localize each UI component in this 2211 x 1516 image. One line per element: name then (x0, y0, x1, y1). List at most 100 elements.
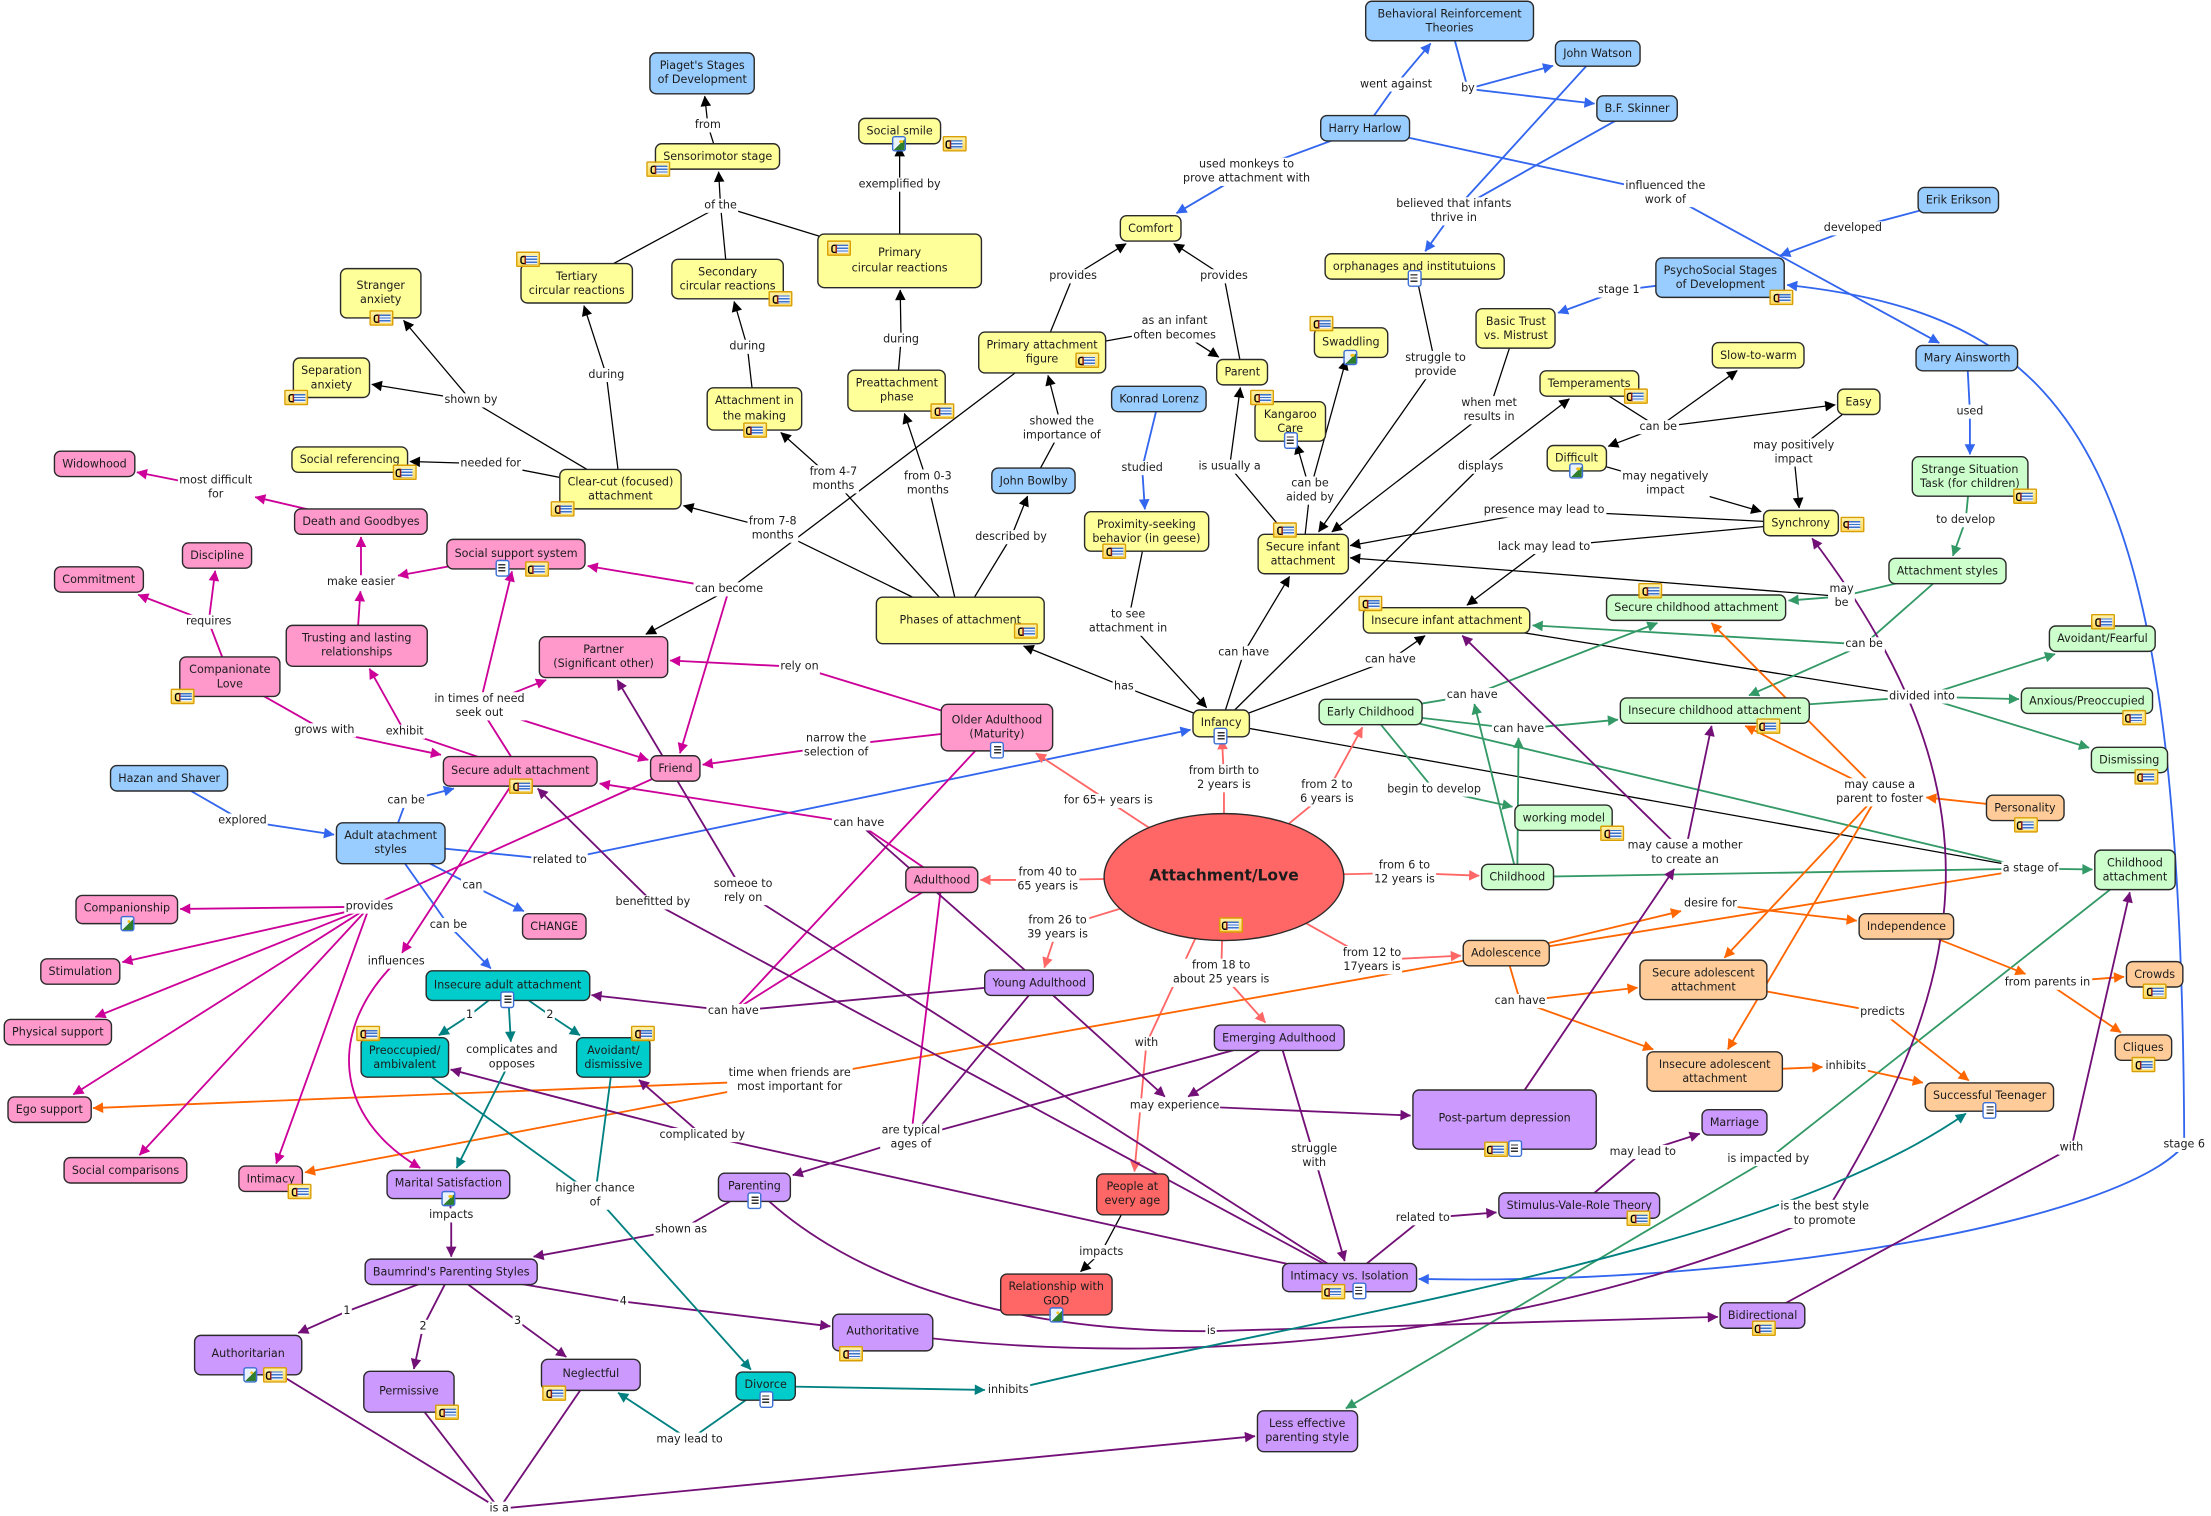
concept-relationship-with-god[interactable]: Relationship with GOD (999, 1273, 1113, 1323)
linking-phrase[interactable]: related to (531, 853, 589, 868)
note-icon[interactable] (1839, 516, 1864, 532)
concept-infancy[interactable]: Infancy (1192, 709, 1251, 745)
note-icon[interactable] (768, 291, 793, 307)
note-icon[interactable] (942, 136, 967, 152)
linking-phrase[interactable]: described by (973, 530, 1049, 545)
concept-easy[interactable]: Easy (1836, 388, 1881, 416)
linking-phrase[interactable]: higher chance of (554, 1181, 637, 1211)
note-icon[interactable] (646, 161, 671, 178)
note-icon[interactable] (435, 1404, 459, 1420)
note-icon[interactable] (356, 1025, 381, 1042)
concept-early-childhood[interactable]: Early Childhood (1318, 698, 1423, 726)
concept-piagets-stages[interactable]: Piaget's Stages of Development (649, 52, 756, 95)
concept-proximity-seeking-behavior[interactable]: Proximity-seeking behavior (in geese) (1083, 511, 1209, 560)
linking-phrase[interactable]: from 0-3 months (902, 469, 954, 498)
linking-phrase[interactable]: from 12 to 17years is (1341, 946, 1403, 975)
image-icon[interactable] (892, 136, 907, 152)
concept-preoccupied-ambivalent[interactable]: Preoccupied/ ambivalent (356, 1025, 449, 1079)
note-icon[interactable] (1358, 595, 1383, 612)
concept-childhood-attachment[interactable]: Childhood attachment (2094, 849, 2176, 891)
concept-phases-of-attachment[interactable]: Phases of attachment (875, 596, 1045, 645)
linking-phrase[interactable]: rely on (778, 659, 821, 675)
linking-phrase[interactable]: for 65+ years is (1062, 793, 1155, 809)
concept-trusting-and-lasting-relationships[interactable]: Trusting and lasting relationships (285, 624, 428, 667)
document-icon[interactable] (1982, 1101, 1997, 1119)
linking-phrase[interactable]: complicated by (658, 1128, 747, 1143)
linking-phrase[interactable]: believed that infants thrive in (1394, 197, 1513, 226)
linking-phrase[interactable]: can be (1638, 420, 1679, 435)
concept-clear-cut-attachment[interactable]: Clear-cut (focused) attachment (550, 468, 682, 517)
note-icon[interactable] (524, 561, 549, 577)
linking-phrase[interactable]: struggle with (1289, 1142, 1339, 1171)
concept-insecure-adolescent-attachment[interactable]: Insecure adolescent attachment (1646, 1051, 1784, 1093)
linking-phrase[interactable]: may negatively impact (1620, 469, 1710, 498)
concept-authoritarian[interactable]: Authoritarian (193, 1334, 303, 1383)
note-icon[interactable] (1600, 825, 1625, 842)
linking-phrase[interactable]: to see attachment in (1087, 607, 1169, 637)
concept-permissive[interactable]: Permissive (363, 1370, 459, 1420)
linking-phrase[interactable]: during (586, 367, 626, 383)
concept-successful-teenager[interactable]: Successful Teenager (1924, 1082, 2055, 1119)
note-icon[interactable] (2132, 1056, 2157, 1073)
linking-phrase[interactable]: predicts (1858, 1005, 1907, 1020)
linking-phrase[interactable]: used monkeys to prove attachment with (1181, 157, 1312, 187)
linking-phrase[interactable]: exemplified by (857, 177, 943, 192)
document-icon[interactable] (989, 741, 1004, 759)
note-icon[interactable] (1075, 352, 1100, 369)
concept-psychosocial-stages[interactable]: PsychoSocial Stages of Development (1655, 257, 1794, 306)
concept-social-support-system[interactable]: Social support system (446, 538, 587, 577)
linking-phrase[interactable]: shown as (653, 1222, 709, 1237)
linking-phrase[interactable]: from 7-8 months (747, 514, 798, 544)
linking-phrase[interactable]: someoe to rely on (712, 876, 774, 906)
concept-post-partum-depression[interactable]: Post-partum depression (1412, 1089, 1597, 1157)
linking-phrase[interactable]: shown by (443, 393, 499, 408)
linking-phrase[interactable]: desire for (1682, 896, 1739, 912)
concept-adult-attachment-styles[interactable]: Adult atachment styles (335, 822, 446, 865)
note-icon[interactable] (287, 1183, 312, 1200)
concept-temperaments[interactable]: Temperaments (1539, 370, 1648, 405)
concept-separation-anxiety[interactable]: Separation anxiety (284, 357, 371, 406)
concept-independence[interactable]: Independence (1858, 912, 1955, 940)
linking-phrase[interactable]: explored (216, 813, 269, 828)
linking-phrase[interactable]: from birth to 2 years is (1187, 764, 1261, 793)
note-icon[interactable] (631, 1025, 656, 1042)
linking-phrase[interactable]: can (460, 878, 484, 893)
linking-phrase[interactable]: with (2058, 1140, 2085, 1155)
linking-phrase[interactable]: from 26 to 39 years is (1025, 913, 1090, 943)
note-icon[interactable] (2091, 614, 2116, 630)
concept-erik-erikson[interactable]: Erik Erikson (1917, 186, 2000, 214)
linking-phrase[interactable]: can be (1844, 637, 1885, 652)
note-icon[interactable] (839, 1345, 863, 1362)
concept-marital-satisfaction[interactable]: Marital Satisfaction (386, 1169, 511, 1207)
concept-secondary-circular-reactions[interactable]: Secondary circular reactions (671, 258, 793, 307)
linking-phrase[interactable]: 2 (418, 1319, 428, 1335)
linking-phrase[interactable]: used (1955, 404, 1985, 419)
linking-phrase[interactable]: inhibits (1824, 1058, 1868, 1074)
linking-phrase[interactable]: went against (1358, 77, 1434, 92)
concept-tertiary-circular-reactions[interactable]: Tertiary circular reactions (516, 251, 634, 305)
linking-phrase[interactable]: may lead to (1608, 1144, 1678, 1160)
concept-strange-situation-task[interactable]: Strange Situation Task (for children) (1911, 456, 2037, 505)
concept-stimulus-value-role-theory[interactable]: Stimulus-Vale-Role Theory (1498, 1192, 1661, 1227)
concept-difficult[interactable]: Difficult (1546, 444, 1607, 479)
linking-phrase[interactable]: from 18 to about 25 years is (1171, 958, 1271, 988)
concept-basic-trust-vs-mistrust[interactable]: Basic Trust vs. Mistrust (1475, 307, 1557, 350)
linking-phrase[interactable]: in times of need seek out (432, 692, 526, 721)
concept-cliques[interactable]: Cliques (2114, 1034, 2173, 1073)
concept-primary-circular-reactions[interactable]: Primary circular reactions (817, 233, 983, 289)
concept-attachment-love[interactable]: Attachment/Love (1103, 812, 1345, 942)
linking-phrase[interactable]: 1 (341, 1304, 352, 1319)
concept-baumrinds-parenting-styles[interactable]: Baumrind's Parenting Styles (364, 1258, 539, 1286)
linking-phrase[interactable]: may cause a mother to create an (1626, 838, 1744, 868)
linking-phrase[interactable]: when met results in (1459, 396, 1519, 425)
linking-phrase[interactable]: can become (693, 582, 765, 597)
linking-phrase[interactable]: showed the importance of (1021, 414, 1103, 443)
concept-people-at-every-age[interactable]: People at every age (1096, 1173, 1169, 1216)
concept-avoidant-fearful[interactable]: Avoidant/Fearful (2048, 614, 2157, 653)
concept-companionship[interactable]: Companionship (75, 894, 179, 932)
concept-parent[interactable]: Parent (1216, 358, 1269, 386)
linking-phrase[interactable]: grows with (292, 723, 356, 738)
image-icon[interactable] (119, 915, 134, 932)
concept-john-watson[interactable]: John Watson (1554, 40, 1641, 68)
linking-phrase[interactable]: from 6 to 12 years is (1372, 858, 1437, 888)
